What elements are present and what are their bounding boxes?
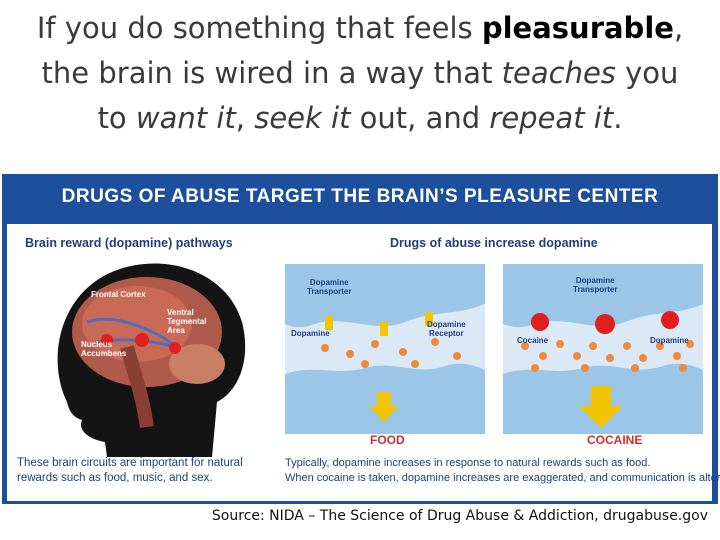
figure-panel: DRUGS OF ABUSE TARGET THE BRAIN’S PLEASU… [2,174,720,504]
label-dopamine-receptor: Dopamine Receptor [427,320,466,338]
food-label: FOOD [370,433,405,447]
down-arrow-icon [369,392,399,422]
figure-body: Brain reward (dopamine) pathways Drugs o… [7,224,720,501]
right-heading: Drugs of abuse increase dopamine [390,236,598,250]
label-dopamine-right: Dopamine [650,336,689,345]
left-caption: These brain circuits are important for n… [17,457,243,484]
label-dopamine-left: Dopamine [291,329,330,338]
right-caption: Typically, dopamine increases in respons… [285,457,720,484]
brain-label-frontal-cortex: Frontal Cortex [91,290,146,299]
headline-line-1: If you do something that feels pleasurab… [36,11,684,45]
headline-line-2: the brain is wired in a way that teaches… [41,56,679,90]
headline-bold-word: pleasurable [481,11,674,45]
label-cocaine: Cocaine [517,336,549,345]
brain-head-illustration [57,263,246,457]
down-arrow-icon [579,386,623,428]
synapse-illustration [285,264,703,434]
source-citation: Source: NIDA – The Science of Drug Abuse… [211,508,708,524]
label-dopamine-transporter-right: Dopamine Transporter [573,276,618,294]
figure-title: DRUGS OF ABUSE TARGET THE BRAIN’S PLEASU… [61,186,659,207]
headline-line-3: to want it, seek it out, and repeat it. [97,101,623,135]
left-heading: Brain reward (dopamine) pathways [25,236,233,250]
cocaine-label: COCAINE [587,433,643,447]
brain-label-vta: Ventral Tegmental Area [167,308,207,335]
headline: If you do something that feels pleasurab… [0,6,720,141]
label-dopamine-transporter-left: Dopamine Transporter [307,278,352,296]
brain-label-nucleus-accumbens: Nucleus Accumbens [81,340,127,358]
